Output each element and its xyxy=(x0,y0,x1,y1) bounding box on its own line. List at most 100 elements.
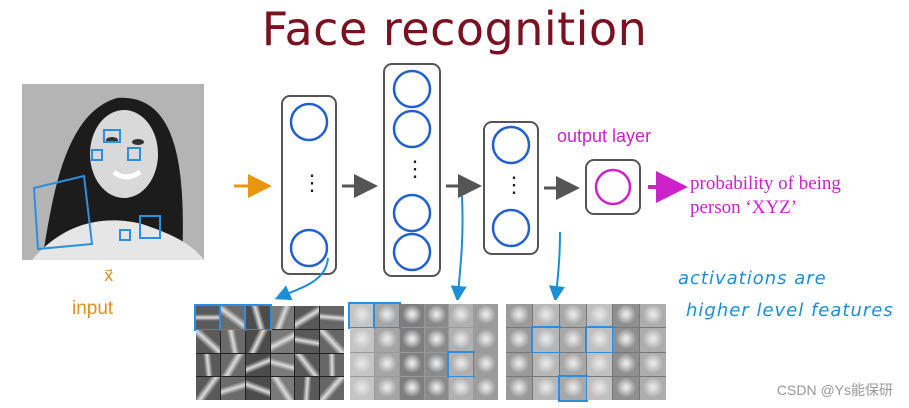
part-features-grid xyxy=(348,301,498,400)
neural-network-diagram xyxy=(234,63,688,300)
face-features-grid xyxy=(506,304,666,403)
feature-cell xyxy=(350,328,374,352)
feature-cell xyxy=(399,352,424,376)
neuron xyxy=(392,232,432,272)
input-face-photo xyxy=(22,84,204,260)
feature-cell xyxy=(270,377,295,400)
feature-cell xyxy=(243,304,272,331)
feature-cell xyxy=(196,377,220,400)
input-vector-symbol: x⃗ xyxy=(104,268,114,285)
feature-cell xyxy=(295,329,320,353)
input-label: input xyxy=(72,298,114,319)
feature-cell xyxy=(220,329,245,353)
feature-cell xyxy=(320,377,344,400)
layer-dots: ⋮ xyxy=(301,170,323,195)
feature-cell xyxy=(474,328,498,352)
feature-cell xyxy=(613,352,640,376)
feature-cell xyxy=(449,304,474,328)
feature-cell xyxy=(194,304,222,331)
feature-cell xyxy=(586,376,613,400)
output-layer-label: output layer xyxy=(557,126,652,146)
feature-cell xyxy=(374,352,399,376)
feature-cell xyxy=(586,352,613,376)
feature-cell xyxy=(218,304,247,331)
layer-dots: ⋮ xyxy=(503,172,525,197)
feature-cell xyxy=(613,376,640,400)
neuron xyxy=(289,228,329,268)
feature-cell xyxy=(586,304,613,328)
neuron xyxy=(392,109,432,149)
feature-cell xyxy=(424,376,449,400)
feature-cell xyxy=(245,329,270,353)
output-layer xyxy=(585,159,641,215)
feature-arrow xyxy=(450,195,467,300)
feature-cell xyxy=(640,352,666,376)
feature-cell xyxy=(424,328,449,352)
feature-cell xyxy=(350,376,374,400)
probability-line-1: probability of being xyxy=(690,173,841,194)
feature-arrow xyxy=(274,257,329,300)
feature-cell xyxy=(449,328,474,352)
feature-cell xyxy=(506,352,532,376)
feature-cell xyxy=(220,353,245,377)
feature-cell xyxy=(295,353,320,377)
feature-cell xyxy=(506,304,532,328)
feature-cell xyxy=(348,301,376,330)
feature-cell xyxy=(532,376,559,400)
feature-cell xyxy=(506,328,532,352)
feature-cell xyxy=(449,376,474,400)
layer-dots: ⋮ xyxy=(404,156,426,181)
neuron xyxy=(392,69,432,109)
feature-cell xyxy=(474,352,498,376)
hidden-layer-2 xyxy=(383,63,441,277)
feature-cell xyxy=(613,304,640,328)
feature-cell xyxy=(559,304,586,328)
feature-cell xyxy=(220,377,245,400)
feature-cell xyxy=(295,377,320,400)
neuron xyxy=(491,125,531,165)
feature-cell xyxy=(399,376,424,400)
feature-cell xyxy=(474,376,498,400)
feature-cell xyxy=(374,376,399,400)
feature-cell xyxy=(640,304,666,328)
feature-cell xyxy=(424,352,449,376)
feature-cell xyxy=(399,304,424,328)
feature-cell xyxy=(320,329,344,353)
feature-cell xyxy=(447,350,476,378)
feature-cell xyxy=(640,328,666,352)
feature-cell xyxy=(559,328,586,352)
watermark: CSDN @Ys能保研 xyxy=(776,382,893,398)
feature-cell xyxy=(424,304,449,328)
feature-cell xyxy=(530,326,561,354)
feature-cell xyxy=(295,306,320,329)
feature-cell xyxy=(270,306,295,329)
output-probability-text: probability of being person ‘XYZ’ xyxy=(690,172,841,220)
neuron xyxy=(289,102,329,142)
hidden-layer-3 xyxy=(483,121,539,255)
feature-cell xyxy=(640,376,666,400)
feature-cell xyxy=(320,353,344,377)
neuron xyxy=(491,208,531,248)
feature-cell xyxy=(559,352,586,376)
slide-title: Face recognition xyxy=(261,2,648,56)
feature-cell xyxy=(506,376,532,400)
neuron xyxy=(392,193,432,233)
probability-line-2: person ‘XYZ’ xyxy=(690,197,798,218)
feature-cell xyxy=(532,352,559,376)
edge-features-grid xyxy=(194,304,344,400)
feature-cell xyxy=(613,328,640,352)
feature-cell xyxy=(372,301,401,330)
output-neuron xyxy=(594,168,632,206)
feature-cell xyxy=(196,353,220,377)
feature-cell xyxy=(474,304,498,328)
feature-arrow xyxy=(549,231,565,300)
feature-cell xyxy=(320,306,344,329)
feature-cell xyxy=(196,329,220,353)
feature-cell xyxy=(245,377,270,400)
feature-cell xyxy=(270,353,295,377)
hidden-layer-1 xyxy=(281,95,337,275)
annotation-line-2: higher level features xyxy=(686,300,894,321)
feature-cell xyxy=(374,328,399,352)
feature-cell xyxy=(350,352,374,376)
feature-cell xyxy=(557,374,588,403)
